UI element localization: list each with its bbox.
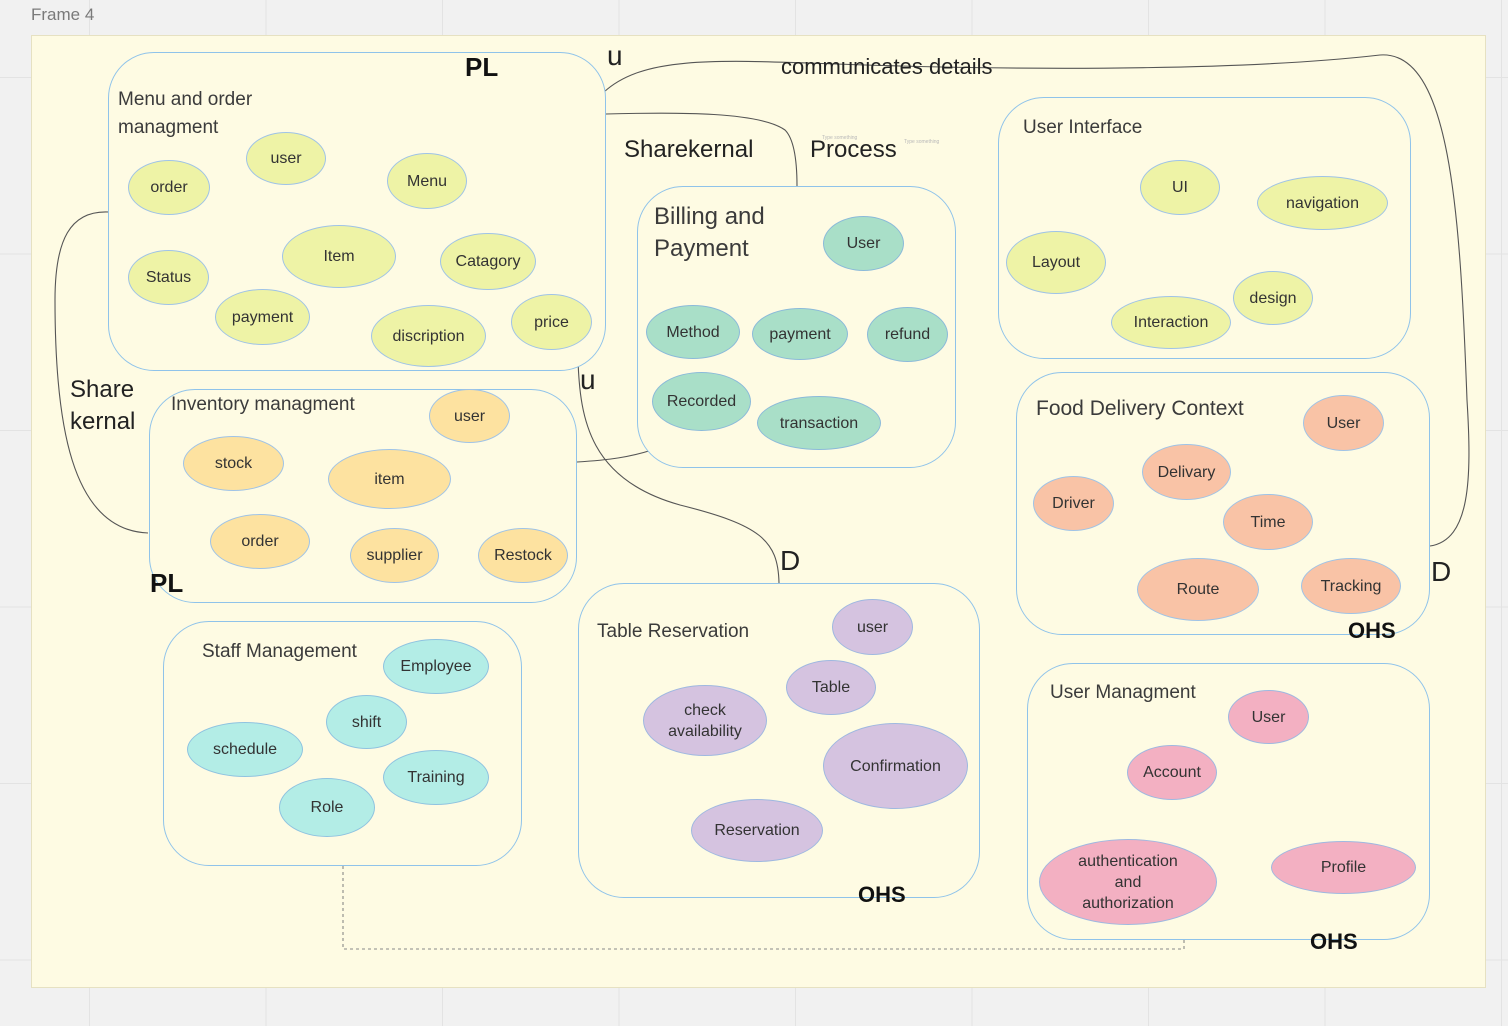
table-node-user[interactable]: user — [832, 599, 913, 655]
food-node-tracking[interactable]: Tracking — [1301, 558, 1401, 614]
ui-node-navigation[interactable]: navigation — [1257, 176, 1388, 230]
relation-process: Process — [810, 136, 897, 163]
sharekernal-connector — [605, 112, 798, 187]
placeholder-text-b[interactable]: Type something — [904, 139, 940, 145]
table-node-confirmation[interactable]: Confirmation — [823, 723, 968, 809]
menu-node-menu[interactable]: Menu — [387, 153, 467, 209]
inventory-node-supplier[interactable]: supplier — [350, 528, 439, 583]
food-node-route[interactable]: Route — [1137, 558, 1259, 621]
table-node-check[interactable]: check availability — [643, 685, 767, 756]
relation-d-right: D — [1431, 556, 1452, 587]
relation-d-mid: D — [780, 545, 801, 576]
table-node-reservation[interactable]: Reservation — [691, 799, 823, 862]
billing-node-transaction[interactable]: transaction — [757, 396, 881, 450]
usermgmt-node-account[interactable]: Account — [1127, 745, 1217, 800]
inventory-billing-connector — [576, 449, 653, 463]
staff-node-employee[interactable]: Employee — [383, 639, 489, 694]
relation-ohs-food: OHS — [1348, 618, 1396, 643]
usermgmt-node-profile[interactable]: Profile — [1271, 841, 1416, 894]
relation-sharekernal: Sharekernal — [624, 136, 754, 163]
billing-node-user[interactable]: User — [823, 216, 904, 271]
relation-pl-top: PL — [465, 52, 499, 82]
ui-node-design[interactable]: design — [1233, 271, 1313, 325]
food-node-driver[interactable]: Driver — [1033, 476, 1114, 531]
relation-u-top: u — [607, 40, 623, 71]
menu-context-title: Menu and order managment — [118, 89, 253, 138]
ui-context-title: User Interface — [1023, 117, 1143, 138]
placeholder-text-a[interactable]: Type something — [822, 135, 858, 141]
frame-title: Frame 4 — [31, 5, 95, 24]
ui-node-interaction[interactable]: Interaction — [1111, 296, 1231, 349]
menu-node-price[interactable]: price — [511, 294, 592, 350]
food-node-user[interactable]: User — [1303, 395, 1384, 451]
u-to-d-connector — [577, 359, 780, 584]
billing-context-title: Billing and Payment — [654, 203, 765, 262]
ui-node-ui[interactable]: UI — [1140, 160, 1220, 215]
food-node-delivary[interactable]: Delivary — [1142, 444, 1231, 500]
food-node-time[interactable]: Time — [1223, 494, 1313, 550]
staff-context-title: Staff Management — [202, 641, 357, 662]
menu-node-user[interactable]: user — [246, 132, 326, 185]
usermgmt-node-user[interactable]: User — [1228, 690, 1309, 744]
inventory-context-title: Inventory managment — [171, 394, 355, 415]
staff-node-role[interactable]: Role — [279, 778, 375, 837]
menu-node-item[interactable]: Item — [282, 225, 396, 288]
usermgmt-node-auth[interactable]: authentication and authorization — [1039, 839, 1217, 925]
inventory-node-restock[interactable]: Restock — [478, 528, 568, 583]
staff-node-schedule[interactable]: schedule — [187, 722, 303, 777]
relation-ohs-user: OHS — [1310, 929, 1358, 954]
relation-share-kernal: Share kernal — [70, 376, 136, 435]
billing-node-refund[interactable]: refund — [867, 307, 948, 362]
menu-node-discription[interactable]: discription — [371, 305, 486, 367]
billing-node-payment[interactable]: payment — [752, 308, 848, 360]
inventory-node-item[interactable]: item — [328, 449, 451, 509]
menu-node-catagory[interactable]: Catagory — [440, 233, 536, 290]
relation-communicates-details: communicates details — [781, 54, 993, 79]
menu-node-payment[interactable]: payment — [215, 289, 310, 345]
menu-node-order[interactable]: order — [128, 160, 210, 215]
communicates-connector — [603, 54, 1470, 547]
relation-ohs-table: OHS — [858, 882, 906, 907]
ui-node-layout[interactable]: Layout — [1006, 231, 1106, 294]
food-context-title: Food Delivery Context — [1036, 397, 1244, 420]
staff-node-shift[interactable]: shift — [326, 695, 407, 749]
relation-pl-bottom: PL — [150, 568, 184, 598]
inventory-node-order[interactable]: order — [210, 514, 310, 569]
share-kernal-connector — [54, 211, 149, 534]
inventory-node-user[interactable]: user — [429, 389, 510, 443]
table-context-title: Table Reservation — [597, 621, 750, 642]
relation-u-mid: u — [580, 364, 596, 395]
billing-node-method[interactable]: Method — [646, 305, 740, 359]
context-connectors — [54, 54, 1470, 950]
billing-node-recorded[interactable]: Recorded — [652, 372, 751, 431]
table-node-table[interactable]: Table — [786, 660, 876, 715]
staff-node-training[interactable]: Training — [383, 750, 489, 805]
menu-node-status[interactable]: Status — [128, 250, 209, 305]
inventory-node-stock[interactable]: stock — [183, 436, 284, 491]
usermgmt-context-title: User Managment — [1050, 682, 1196, 703]
